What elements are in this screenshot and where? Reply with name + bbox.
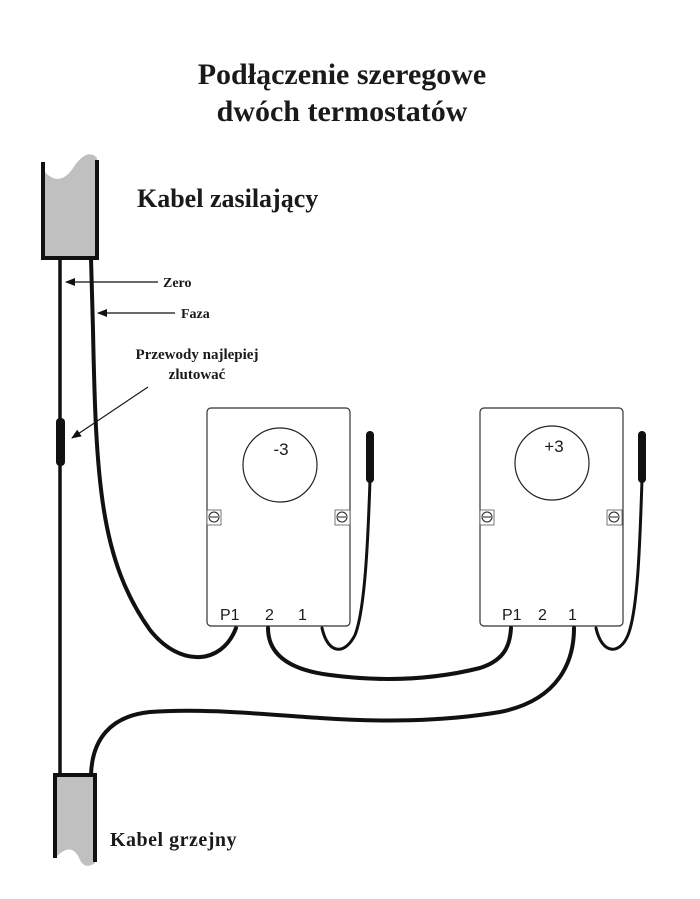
- thermostat-2-sensor-probe: [638, 431, 646, 483]
- solder-note-line-2: zlutować: [169, 367, 226, 383]
- solder-joint: [56, 418, 65, 466]
- thermostat-2: +3 P1 2 1: [479, 407, 624, 627]
- solder-note-arrow: [71, 386, 149, 439]
- heating-cable-label: Kabel grzejny: [110, 829, 237, 851]
- title-line-2: dwóch termostatów: [217, 95, 468, 128]
- thermostat-1-terminal-2: 2: [265, 607, 274, 624]
- thermostat-2-sensor-wire: [594, 478, 644, 651]
- thermostat-1-sensor-wire: [320, 478, 372, 651]
- thermostat-1-terminal-1: 1: [298, 607, 307, 624]
- heating-cable: [53, 773, 97, 866]
- thermostat-1-terminal-p1: P1: [220, 607, 240, 624]
- thermostat-1-dial[interactable]: [242, 427, 318, 503]
- screw-icon: [206, 509, 222, 526]
- title-line-1: Podłączenie szeregowe: [198, 58, 487, 91]
- screw-icon: [479, 509, 495, 526]
- supply-cable: [41, 154, 99, 260]
- phase-label: Faza: [181, 307, 210, 322]
- thermostat-2-dial-value: +3: [544, 437, 563, 456]
- thermostat-2-terminal-2: 2: [538, 607, 547, 624]
- thermostat-2-dial[interactable]: [514, 425, 590, 501]
- phase-wire: [89, 256, 238, 660]
- thermostat-1-sensor-probe: [366, 431, 374, 483]
- screw-icon: [606, 509, 623, 526]
- thermostat-1: -3 P1 2 1: [206, 407, 351, 627]
- link-wire: [266, 626, 513, 681]
- zero-label: Zero: [163, 276, 192, 291]
- thermostat-2-terminal-1: 1: [568, 607, 577, 624]
- supply-cable-label: Kabel zasilający: [137, 184, 318, 213]
- thermostat-1-dial-value: -3: [273, 440, 288, 459]
- heating-wire: [89, 626, 576, 777]
- screw-icon: [334, 509, 351, 526]
- solder-note-line-1: Przewody najlepiej: [136, 347, 259, 363]
- thermostat-2-terminal-p1: P1: [502, 607, 522, 624]
